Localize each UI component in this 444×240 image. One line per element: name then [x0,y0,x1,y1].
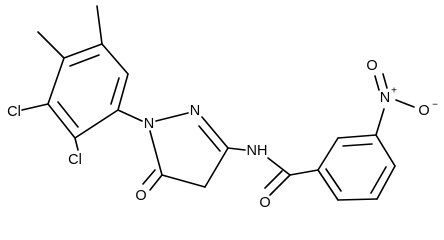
bond-b4-b5-inner [370,166,387,194]
bond-co-o [269,174,291,196]
bond-c3-c4 [204,147,229,188]
bond-c4-c5 [63,43,103,59]
atom-labels: Cl Cl N N O NH O N + O O − [7,58,438,211]
bond-b6-b1-inner [325,168,342,192]
amide-linkage [227,147,319,196]
bond-methyl-2 [96,5,103,45]
bond-b6-b1 [317,169,339,201]
bond-nitro-o-top [374,75,380,91]
bond-c5-o [149,174,163,191]
chemical-structure-diagram: Cl Cl N N O NH O N + O O − [7,5,438,211]
bond-b4-b5 [376,165,396,200]
bond-c5-n1 [149,130,163,176]
dimethylphenyl-ring [21,5,129,151]
atom-n-ring-1: N [144,116,154,132]
bond-c2-c3 [47,103,76,139]
charge-o-nitro: − [432,100,438,111]
bond-c6-c1-inner [110,77,120,105]
bond-b3-b4 [375,134,396,167]
bond-b2-b3 [337,134,377,139]
atom-cl-lower: Cl [68,152,82,168]
bond-co-o-inner [264,170,283,189]
bond-c3-nh [227,147,246,151]
bond-c3-cl [21,103,49,111]
bond-c3-c4 [47,57,65,105]
bond-c2-c3-inner [57,101,79,128]
bond-n1-n2 [155,112,189,122]
atom-o-amide: O [259,195,270,211]
bond-co-aryl [289,169,319,176]
atom-o-ketone: O [135,188,146,204]
bond-b2-b3-inner [342,143,373,147]
bond-b5-b6 [337,198,378,201]
bond-n2-c3 [201,116,229,149]
nitrobenzene-ring [317,73,415,201]
bond-aryl-n1 [117,109,143,122]
charge-n-nitro: + [391,86,397,97]
bond-methyl-1 [37,31,65,59]
bond-c4-c5-inner [69,54,100,67]
bond-c2-cl [74,137,79,151]
bond-c4-c5 [161,174,206,188]
bond-c5-c6 [101,43,129,75]
atom-o-nitro-right: O [418,103,429,119]
bond-c6-c1 [117,73,129,111]
bond-nitro-o-right [395,99,415,108]
pyrazolone-ring [117,109,229,191]
atom-nh-amide: NH [247,143,268,159]
bond-c5-o-inner [142,169,156,185]
bond-b1-b2 [317,137,339,171]
atom-cl-upper: Cl [7,104,21,120]
bond-nitro-o-top-inner [382,73,388,89]
atom-o-nitro-top: O [366,58,377,74]
atom-n-nitro: N [380,90,390,106]
bond-n2-c3-inner [198,125,221,152]
atom-n-ring-2: N [190,103,200,119]
bond-b3-nitro [375,108,385,136]
bond-nh-co [267,157,291,176]
bond-c1-c2 [74,109,119,139]
